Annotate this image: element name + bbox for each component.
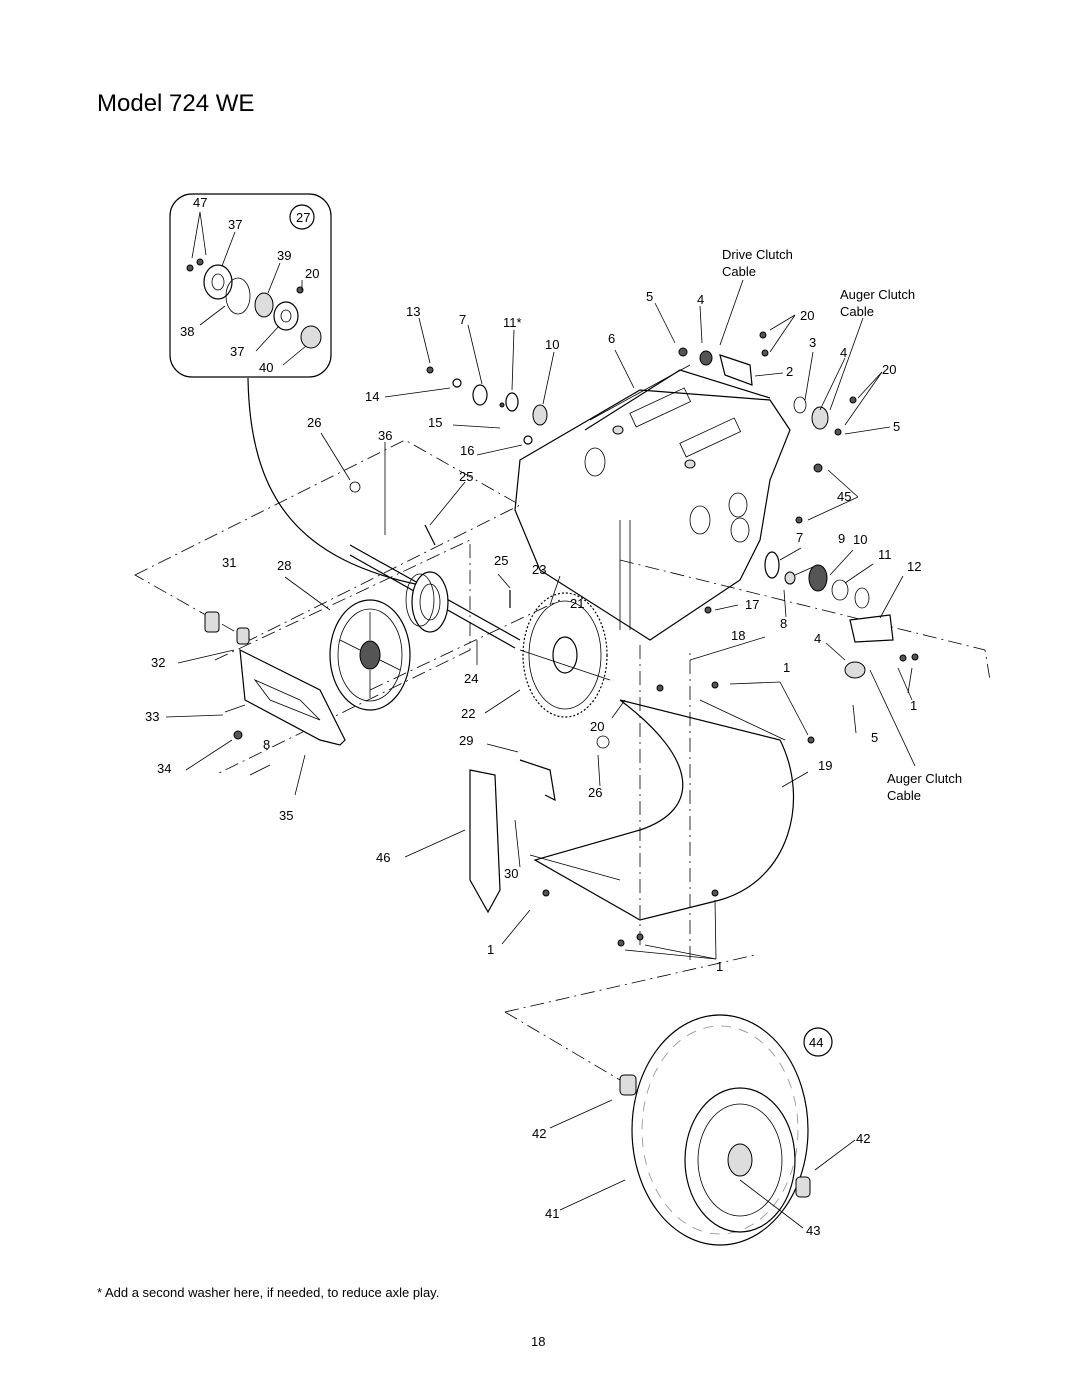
shaft-assembly (204, 544, 521, 649)
callout: 15 (428, 415, 442, 430)
callout: 22 (461, 706, 475, 721)
callout: 17 (745, 597, 759, 612)
callout: 47 (193, 195, 207, 210)
callout: 1 (716, 959, 723, 974)
callout: 34 (157, 761, 171, 776)
callout: 21 (570, 596, 584, 611)
phantom-lines (134, 439, 991, 1081)
callout: 39 (277, 248, 291, 263)
callout: 43 (806, 1223, 820, 1238)
fasteners (233, 331, 919, 947)
callout: 27 (296, 210, 310, 225)
callout: 42 (856, 1131, 870, 1146)
wheel (619, 1014, 833, 1246)
callout: 18 (731, 628, 745, 643)
callout: 20 (882, 362, 896, 377)
footnote: * Add a second washer here, if needed, t… (97, 1285, 440, 1300)
pulley (329, 599, 411, 711)
belt-cover (224, 648, 346, 776)
callout: 1 (487, 942, 494, 957)
callout: 1 (910, 698, 917, 713)
callout: 8 (263, 737, 270, 752)
callout: 14 (365, 389, 379, 404)
callout: 29 (459, 733, 473, 748)
callout: 46 (376, 850, 390, 865)
callout: 12 (907, 559, 921, 574)
callout: 38 (180, 324, 194, 339)
leader-lines (165, 279, 916, 1229)
callout: 11* (503, 315, 522, 330)
callout: 23 (532, 562, 546, 577)
callout: 41 (545, 1206, 559, 1221)
callout: 5 (893, 419, 900, 434)
callout: 4 (840, 345, 847, 360)
callout-labels: 47 37 27 39 20 38 37 40 13 7 11* 10 6 5 … (145, 195, 921, 1238)
auger-clutch-cable-label: Auger Clutch (887, 771, 962, 786)
callout: 32 (151, 655, 165, 670)
page-number: 18 (531, 1334, 546, 1349)
callout: 4 (697, 292, 704, 307)
callout: 20 (305, 266, 319, 281)
auger-housing (469, 699, 794, 921)
auger-clutch-cable-label: Cable (840, 304, 874, 319)
drive-clutch-cable-label: Drive Clutch (722, 247, 793, 262)
callout: 37 (228, 217, 242, 232)
callout: 20 (590, 719, 604, 734)
callout: 45 (837, 489, 851, 504)
callout: 42 (532, 1126, 546, 1141)
callout: 26 (307, 415, 321, 430)
callout: 25 (494, 553, 508, 568)
callout: 28 (277, 558, 291, 573)
gear (519, 592, 611, 718)
callout: 35 (279, 808, 293, 823)
callout: 11 (878, 547, 892, 562)
callout: 30 (504, 866, 518, 881)
callout: 9 (838, 531, 845, 546)
callout: 6 (608, 331, 615, 346)
callout: 3 (809, 335, 816, 350)
cable-labels: Drive Clutch Cable Auger Clutch Cable Au… (722, 247, 962, 803)
callout: 19 (818, 758, 832, 773)
callout: 20 (800, 308, 814, 323)
drive-clutch-cable-label: Cable (722, 264, 756, 279)
callout: 36 (378, 428, 392, 443)
callout: 13 (406, 304, 420, 319)
inset-detail (169, 193, 421, 586)
callout: 4 (814, 631, 821, 646)
callout: 10 (853, 532, 867, 547)
frame-housing (514, 364, 791, 641)
callout: 33 (145, 709, 159, 724)
callout: 40 (259, 360, 273, 375)
right-parts (719, 354, 894, 679)
auger-clutch-cable-label: Cable (887, 788, 921, 803)
callout: 7 (459, 312, 466, 327)
callout: 44 (809, 1035, 823, 1050)
callout: 37 (230, 344, 244, 359)
callout: 24 (464, 671, 478, 686)
auger-clutch-cable-label: Auger Clutch (840, 287, 915, 302)
callout: 26 (588, 785, 602, 800)
callout: 7 (796, 530, 803, 545)
callout: 31 (222, 555, 236, 570)
page-title: Model 724 WE (97, 90, 255, 117)
callout: 8 (780, 616, 787, 631)
callout: 1 (783, 660, 790, 675)
callout: 2 (786, 364, 793, 379)
callout: 10 (545, 337, 559, 352)
callout: 5 (871, 730, 878, 745)
callout: 5 (646, 289, 653, 304)
callout: 25 (459, 469, 473, 484)
callout: 16 (460, 443, 474, 458)
